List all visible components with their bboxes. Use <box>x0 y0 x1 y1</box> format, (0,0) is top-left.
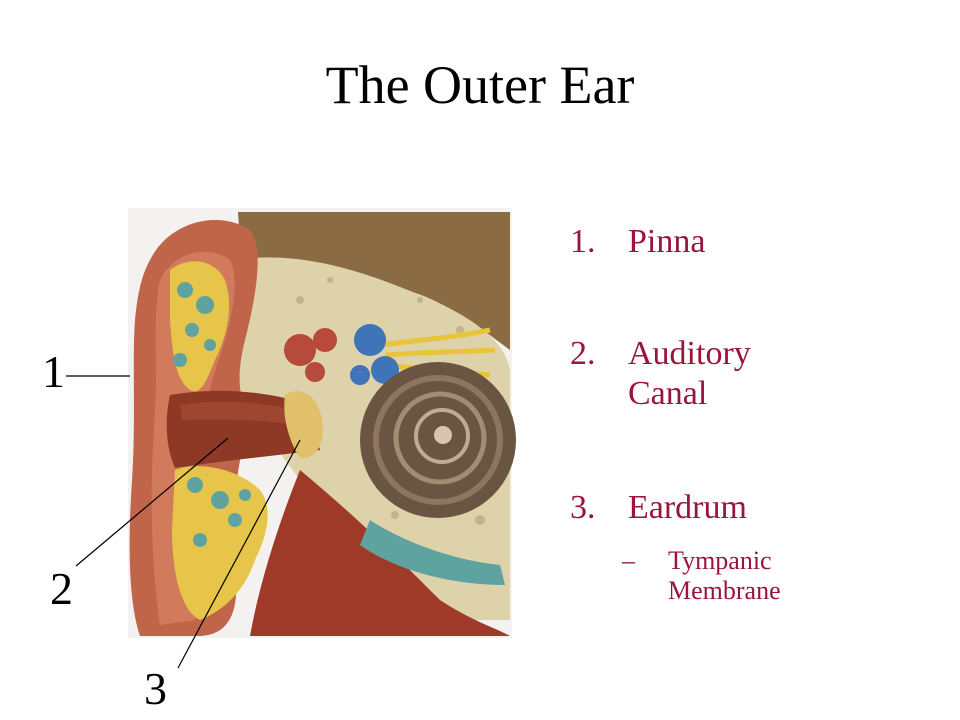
callout-label-1: 1 <box>42 346 65 397</box>
legend-label: Eardrum <box>628 489 747 526</box>
legend-number: 2. <box>570 335 596 372</box>
legend-label: Pinna <box>628 223 706 260</box>
legend-item-auditory-canal: 2. Auditory Canal <box>570 334 751 414</box>
callout-line-2 <box>75 437 229 567</box>
cochlea-base <box>360 520 505 585</box>
legend-item-eardrum: 3. Eardrum <box>570 488 747 528</box>
callout-label-2: 2 <box>50 563 73 614</box>
callout-label-3: 3 <box>144 663 167 714</box>
legend-label-line-1: Auditory <box>628 335 751 372</box>
legend-subitem-tympanic-membrane: – Tympanic Membrane <box>622 546 781 606</box>
legend-number: 1. <box>570 223 596 260</box>
legend-item-pinna: 1. Pinna <box>570 222 705 262</box>
cochlea-center <box>434 426 452 444</box>
legend-number: 3. <box>570 489 596 526</box>
canal-highlight <box>180 401 302 425</box>
bone-texture <box>296 277 494 564</box>
cochlea-ring-1 <box>373 375 503 505</box>
sub-bullet: – <box>622 546 635 575</box>
lower-cartilage <box>172 466 268 620</box>
sub-label-line-2: Membrane <box>668 576 781 605</box>
callout-line-3 <box>177 439 301 669</box>
cochlea-ring-3 <box>414 408 470 464</box>
eardrum <box>284 391 323 459</box>
legend-label-line-2: Canal <box>628 375 708 412</box>
sub-label-line-1: Tympanic <box>668 546 772 575</box>
cochlea-ring-2 <box>393 391 487 485</box>
lower-cartilage-teal <box>187 477 251 547</box>
page-title: The Outer Ear <box>325 55 635 115</box>
upper-cartilage-teal <box>173 282 216 367</box>
vestibular-blue <box>350 324 399 385</box>
ossicles <box>284 328 337 382</box>
